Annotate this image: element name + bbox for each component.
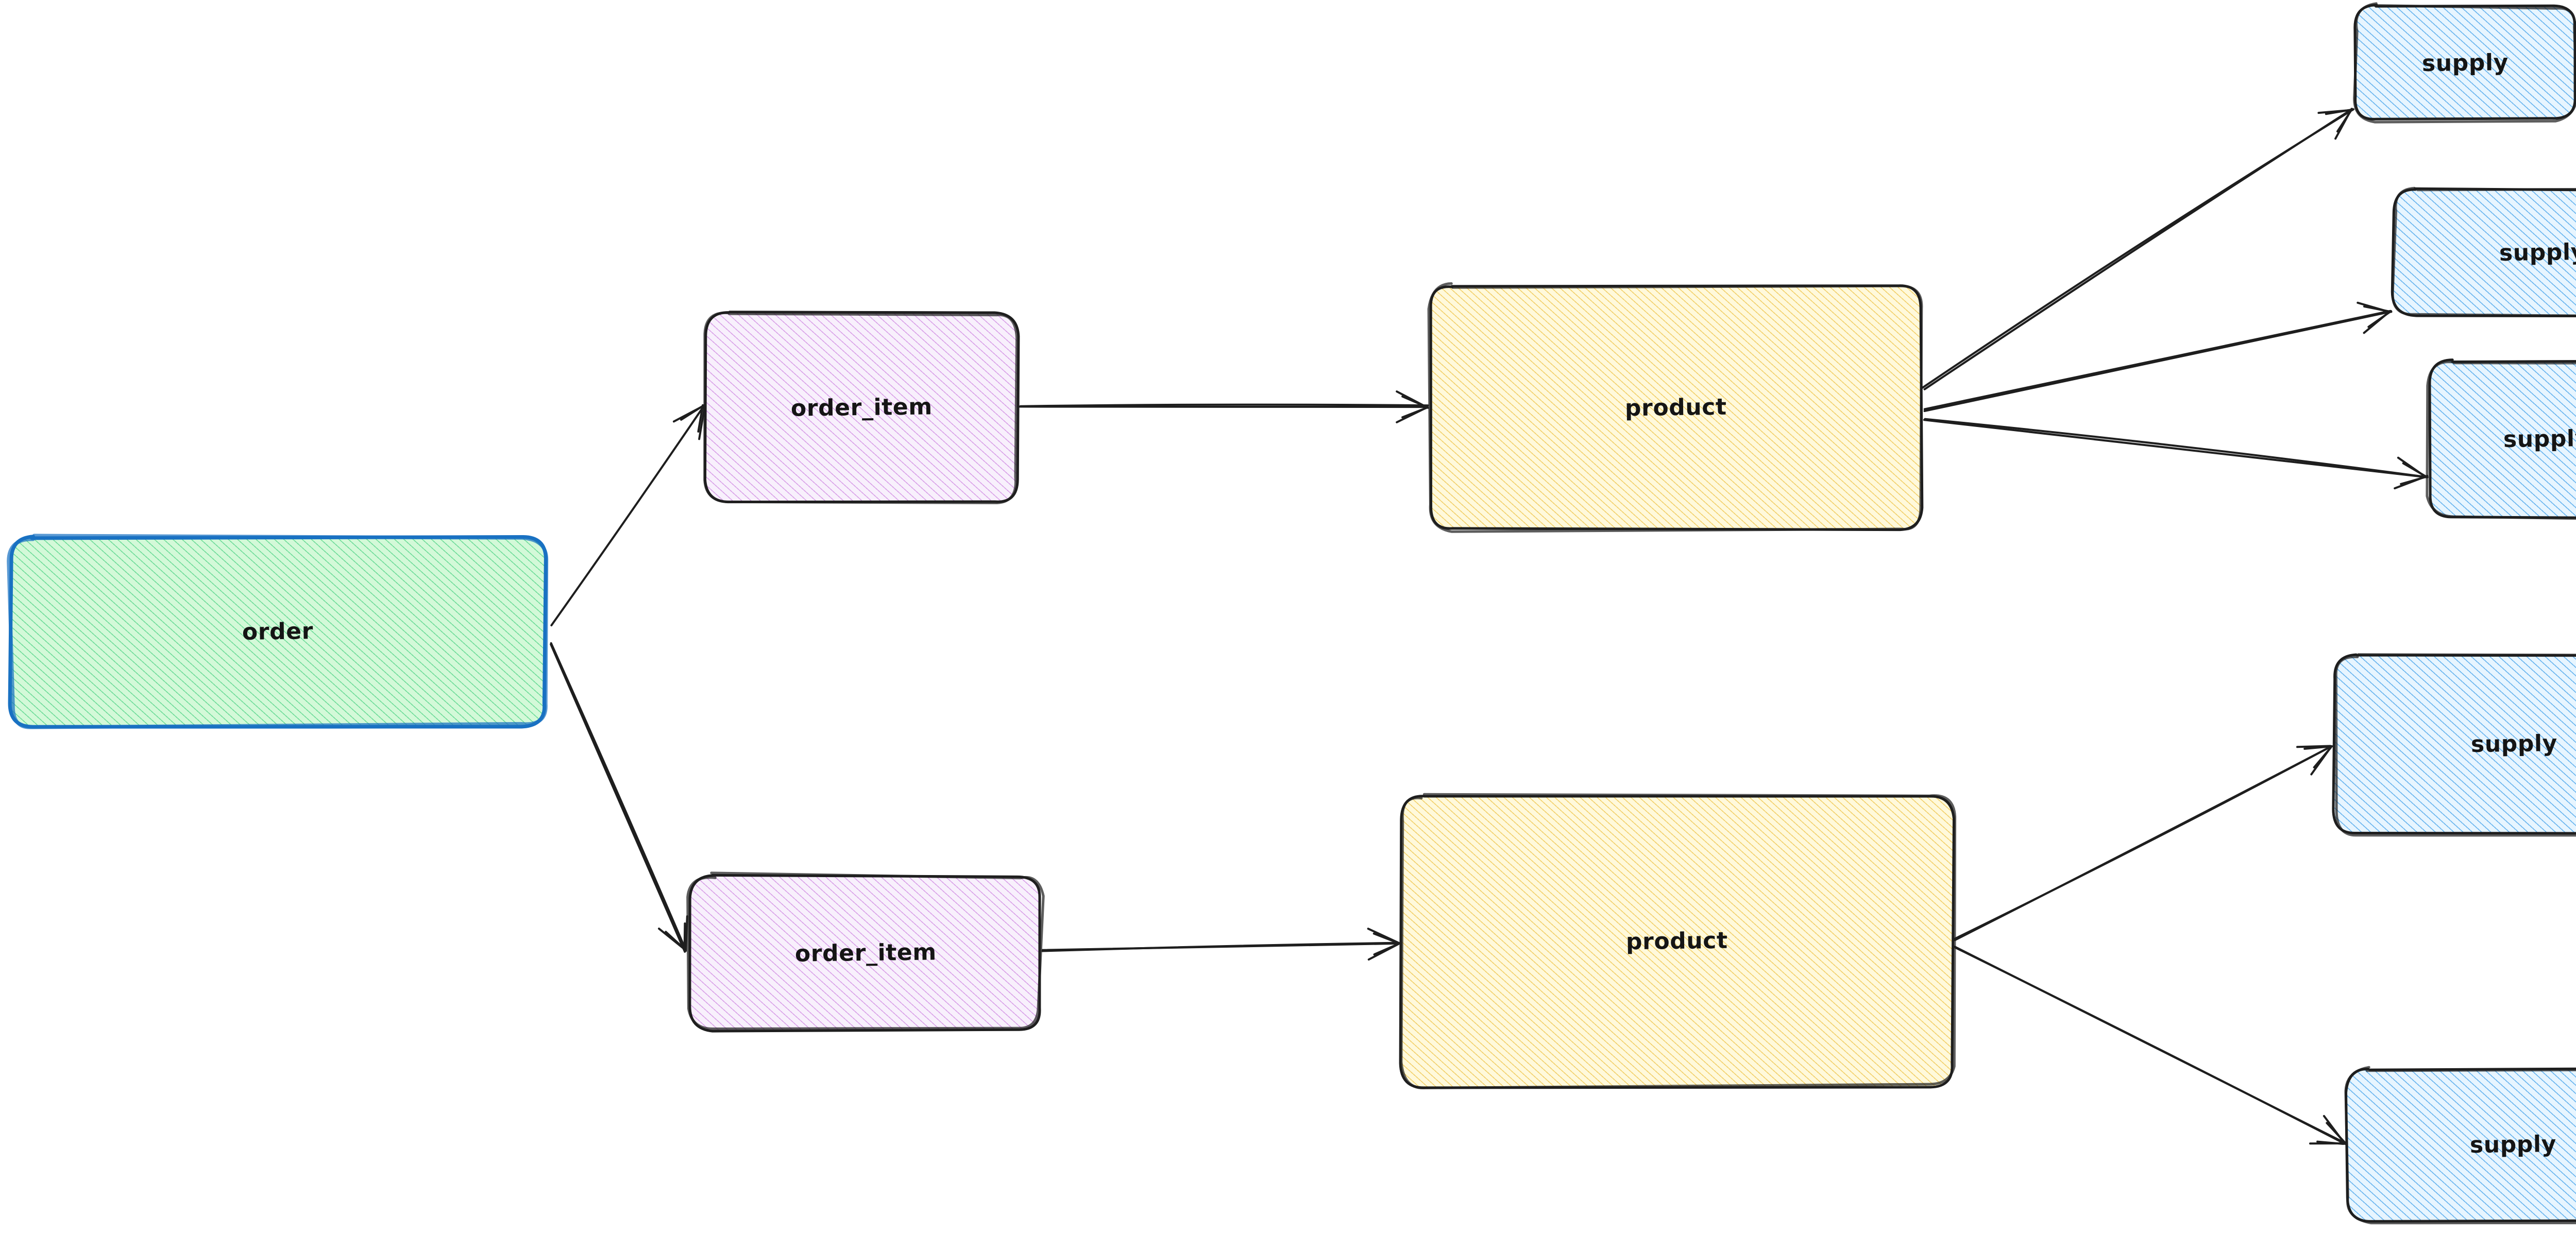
node-hatch-fill bbox=[690, 876, 1041, 1030]
node-border-sketch bbox=[2426, 358, 2576, 520]
node-label: supply bbox=[2503, 425, 2576, 453]
node-hatch-fill bbox=[2354, 6, 2576, 119]
node-border-sketch bbox=[1399, 793, 1957, 1089]
node-order_item_2[interactable]: order_item bbox=[686, 871, 1045, 1033]
node-label: order bbox=[242, 618, 314, 645]
node-border-sketch bbox=[703, 311, 1020, 504]
node-supply_4[interactable]: supply bbox=[2332, 653, 2576, 837]
node-hatch-fill bbox=[1430, 286, 1922, 529]
node-supply_3[interactable]: supply bbox=[2426, 358, 2576, 520]
node-order[interactable]: order bbox=[7, 534, 549, 729]
node-border-sketch bbox=[2353, 2, 2576, 124]
edge-order-to-order_item_2 bbox=[550, 642, 688, 953]
node-hatch-fill bbox=[2334, 655, 2576, 833]
edge-product_1-to-supply_1 bbox=[1921, 108, 2354, 390]
node-label: supply bbox=[2470, 730, 2558, 758]
node-label: product bbox=[1625, 927, 1728, 955]
edge-product_2-to-supply_5 bbox=[1954, 946, 2346, 1145]
node-label: order_item bbox=[790, 393, 933, 422]
node-hatch-fill bbox=[706, 313, 1018, 502]
node-border-sketch bbox=[2332, 653, 2576, 837]
node-order_item_1[interactable]: order_item bbox=[703, 311, 1020, 504]
node-hatch-fill bbox=[10, 537, 545, 726]
edge-product_2-to-supply_4 bbox=[1953, 745, 2333, 941]
edge-product_1-to-supply_3 bbox=[1923, 418, 2429, 490]
node-label: order_item bbox=[794, 938, 937, 967]
node-supply_2[interactable]: supply bbox=[2391, 186, 2576, 318]
edge-order-to-order_item_1 bbox=[550, 404, 706, 627]
node-product_1[interactable]: product bbox=[1427, 282, 1924, 533]
node-label: supply bbox=[2469, 1131, 2556, 1159]
node-border-sketch bbox=[2344, 1066, 2576, 1225]
node-supply_5[interactable]: supply bbox=[2344, 1066, 2576, 1225]
node-supply_1[interactable]: supply bbox=[2353, 2, 2576, 124]
node-hatch-fill bbox=[2429, 361, 2576, 518]
node-hatch-fill bbox=[2347, 1069, 2576, 1221]
node-hatch-fill bbox=[2393, 190, 2576, 316]
node-border-sketch bbox=[686, 871, 1045, 1033]
edge-order_item_1-to-product_1 bbox=[1019, 390, 1429, 423]
node-label: product bbox=[1624, 393, 1727, 422]
node-product_2[interactable]: product bbox=[1399, 793, 1957, 1089]
edge-order_item_2-to-product_2 bbox=[1041, 928, 1401, 961]
node-label: supply bbox=[2499, 238, 2576, 267]
node-hatch-fill bbox=[1401, 796, 1953, 1087]
node-border-sketch bbox=[2391, 186, 2576, 318]
node-border-sketch bbox=[1427, 282, 1924, 533]
node-border-sketch bbox=[7, 534, 549, 729]
node-label: supply bbox=[2421, 49, 2509, 77]
edge-product_1-to-supply_2 bbox=[1923, 301, 2393, 413]
